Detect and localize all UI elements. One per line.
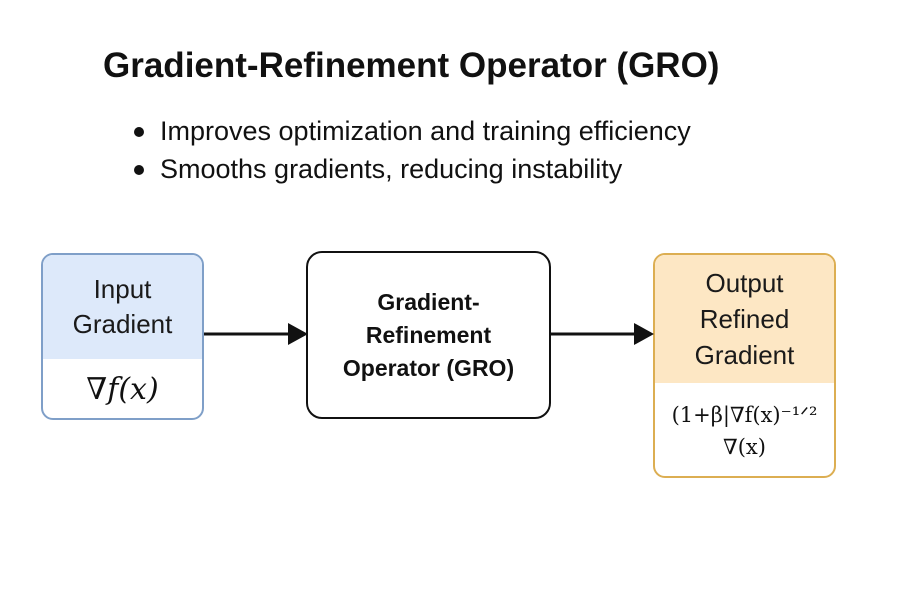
- bullet-list: Improves optimization and training effic…: [132, 112, 691, 188]
- arrow-right-icon: [634, 323, 654, 345]
- bullet-dot-icon: [134, 165, 144, 175]
- output-label-line: Refined: [699, 304, 790, 334]
- arrow-right-icon: [288, 323, 308, 345]
- bullet-item: Smooths gradients, reducing instability: [132, 150, 691, 188]
- output-refined-gradient-box: Output Refined Gradient (1+β|∇f(x)⁻¹ᐟ² ∇…: [653, 253, 836, 478]
- output-refined-gradient-formula: (1+β|∇f(x)⁻¹ᐟ² ∇(x): [655, 383, 834, 476]
- output-formula-line: (1+β|∇f(x)⁻¹ᐟ²: [671, 402, 818, 427]
- gro-operator-label-line: Refinement: [365, 321, 492, 348]
- input-gradient-label-line: Input: [93, 274, 152, 304]
- input-gradient-formula: ∇f(x): [86, 372, 159, 407]
- input-gradient-header: Input Gradient: [43, 255, 202, 359]
- gro-operator-label-line: Operator (GRO): [342, 354, 515, 381]
- arrow-input-to-gro: [204, 323, 308, 345]
- bullet-item: Improves optimization and training effic…: [132, 112, 691, 150]
- input-gradient-box: Input Gradient ∇f(x): [41, 253, 204, 420]
- output-label-line: Output: [705, 268, 784, 298]
- bullet-text: Improves optimization and training effic…: [160, 116, 691, 146]
- output-label-line: Gradient: [694, 340, 795, 370]
- output-formula-line: ∇(x): [723, 434, 766, 459]
- bullet-dot-icon: [134, 127, 144, 137]
- gro-operator-label-line: Gradient-: [377, 288, 480, 315]
- output-refined-gradient-header: Output Refined Gradient: [655, 255, 834, 383]
- diagram-title: Gradient-Refinement Operator (GRO): [103, 46, 720, 85]
- bullet-text: Smooths gradients, reducing instability: [160, 154, 623, 184]
- arrow-gro-to-output: [551, 323, 654, 345]
- input-gradient-label-line: Gradient: [72, 309, 173, 339]
- gro-operator-box: Gradient- Refinement Operator (GRO): [306, 251, 551, 419]
